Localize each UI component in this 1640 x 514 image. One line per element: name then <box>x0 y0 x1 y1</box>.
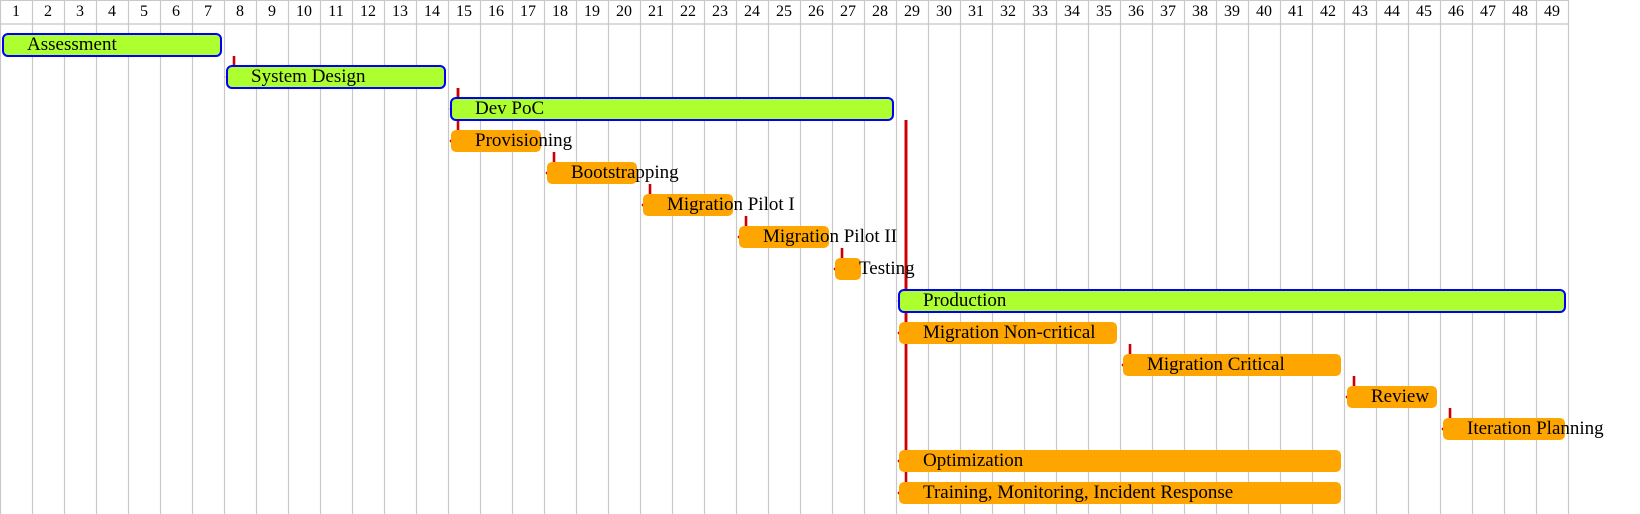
phase-bar[interactable] <box>898 289 1566 313</box>
task-label: Iteration Planning <box>1467 418 1604 439</box>
x-tick-label: 37 <box>1160 3 1176 20</box>
x-tick-label: 17 <box>520 3 536 20</box>
x-tick-label: 10 <box>296 3 312 20</box>
task-bar[interactable] <box>1347 386 1437 408</box>
x-tick-label: 41 <box>1288 3 1304 20</box>
x-tick-label: 13 <box>392 3 408 20</box>
x-tick-label: 40 <box>1256 3 1272 20</box>
x-tick-label: 21 <box>648 3 664 20</box>
x-tick-label: 26 <box>808 3 824 20</box>
x-tick-label: 29 <box>904 3 920 20</box>
x-tick-label: 24 <box>744 3 760 20</box>
task-label: Migration Pilot II <box>763 226 897 247</box>
x-tick-label: 5 <box>140 3 148 20</box>
task-label: Assessment <box>27 34 117 55</box>
task-label: Migration Non-critical <box>923 322 1096 343</box>
x-tick-label: 19 <box>584 3 600 20</box>
x-tick-label: 9 <box>268 3 276 20</box>
task-bar[interactable] <box>739 226 829 248</box>
task-label: Review <box>1371 386 1429 407</box>
task-label: Dev PoC <box>475 98 544 119</box>
x-tick-label: 48 <box>1512 3 1528 20</box>
task-bar[interactable] <box>1443 418 1565 440</box>
x-tick-label: 1 <box>12 3 20 20</box>
task-label: Production <box>923 290 1007 311</box>
x-tick-label: 35 <box>1096 3 1112 20</box>
x-tick-label: 30 <box>936 3 952 20</box>
x-tick-label: 18 <box>552 3 568 20</box>
task-bar[interactable] <box>1123 354 1341 376</box>
x-tick-label: 42 <box>1320 3 1336 20</box>
x-tick-label: 32 <box>1000 3 1016 20</box>
x-tick-label: 8 <box>236 3 244 20</box>
x-tick-label: 27 <box>840 3 856 20</box>
x-tick-label: 45 <box>1416 3 1432 20</box>
x-tick-label: 33 <box>1032 3 1048 20</box>
x-tick-label: 20 <box>616 3 632 20</box>
x-tick-label: 46 <box>1448 3 1464 20</box>
phase-bar[interactable] <box>2 33 222 57</box>
task-label: Bootstrapping <box>571 162 679 183</box>
x-tick-label: 34 <box>1064 3 1080 20</box>
task-bar[interactable] <box>899 482 1341 504</box>
task-bar[interactable] <box>899 322 1117 344</box>
task-label: Training, Monitoring, Incident Response <box>923 482 1233 503</box>
x-tick-label: 4 <box>108 3 116 20</box>
x-tick-label: 44 <box>1384 3 1400 20</box>
x-tick-label: 15 <box>456 3 472 20</box>
x-tick-label: 47 <box>1480 3 1496 20</box>
x-tick-label: 7 <box>204 3 212 20</box>
x-tick-label: 3 <box>76 3 84 20</box>
task-label: Migration Pilot I <box>667 194 795 215</box>
x-tick-label: 6 <box>172 3 180 20</box>
x-tick-label: 12 <box>360 3 376 20</box>
task-bar[interactable] <box>835 258 861 280</box>
x-tick-label: 31 <box>968 3 984 20</box>
x-tick-label: 49 <box>1544 3 1560 20</box>
x-tick-label: 36 <box>1128 3 1144 20</box>
x-tick-label: 23 <box>712 3 728 20</box>
phase-bar[interactable] <box>226 65 446 89</box>
task-label: Migration Critical <box>1147 354 1285 375</box>
task-bar[interactable] <box>451 130 541 152</box>
task-bar[interactable] <box>899 450 1341 472</box>
x-tick-label: 43 <box>1352 3 1368 20</box>
x-tick-label: 39 <box>1224 3 1240 20</box>
phase-bar[interactable] <box>450 97 894 121</box>
task-bar[interactable] <box>547 162 637 184</box>
x-tick-label: 22 <box>680 3 696 20</box>
task-label: Optimization <box>923 450 1024 471</box>
x-tick-label: 25 <box>776 3 792 20</box>
task-label: System Design <box>251 66 366 87</box>
task-label: Provisioning <box>475 130 573 151</box>
x-tick-label: 16 <box>488 3 504 20</box>
x-tick-label: 14 <box>424 3 440 20</box>
task-label: Testing <box>859 258 915 279</box>
x-tick-label: 11 <box>328 3 343 20</box>
x-tick-label: 28 <box>872 3 888 20</box>
task-bar[interactable] <box>643 194 733 216</box>
x-tick-label: 2 <box>44 3 52 20</box>
x-tick-label: 38 <box>1192 3 1208 20</box>
